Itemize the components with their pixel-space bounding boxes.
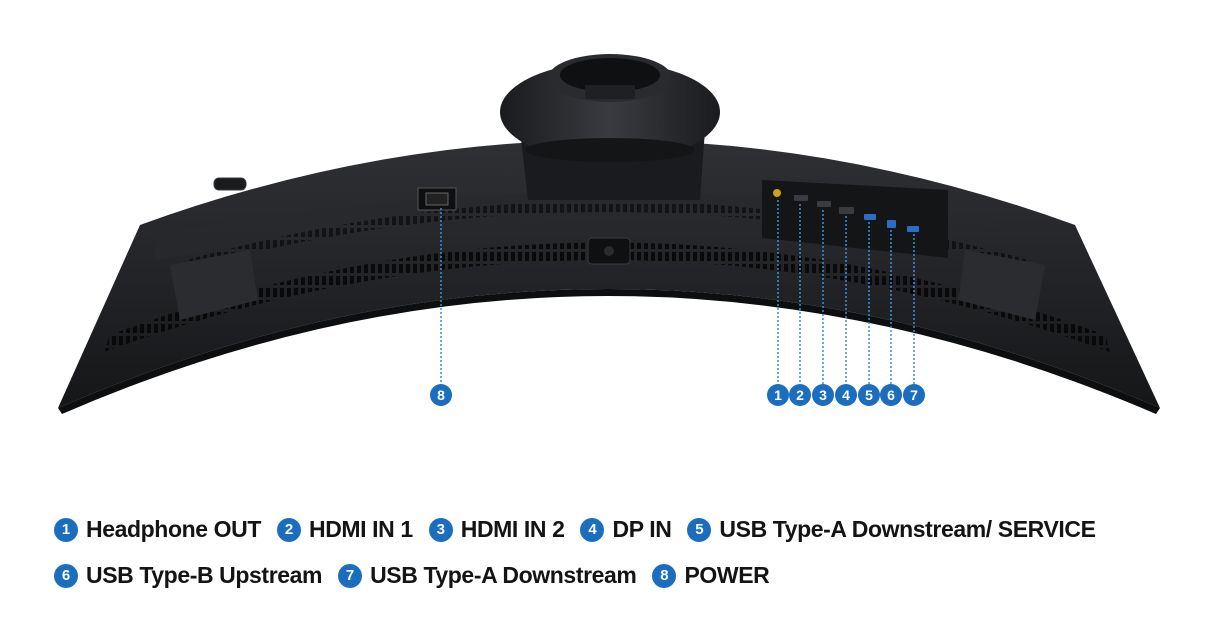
usb-b-port-icon: [887, 220, 896, 228]
callout-marker: [903, 384, 925, 406]
callout-marker: [858, 384, 880, 406]
headphone-port-icon: [773, 189, 781, 197]
legend-badge: 6: [54, 563, 78, 588]
callout-number: 3: [819, 387, 827, 403]
callout-number: 6: [887, 387, 895, 403]
legend-label: USB Type-B Upstream: [86, 562, 323, 588]
legend-label: HDMI IN 2: [460, 516, 565, 542]
legend-row-1: 1 Headphone OUT 2 HDMI IN 1 3 HDMI IN 2 …: [54, 516, 1112, 543]
monitor-stand: [500, 54, 720, 200]
legend-badge: 8: [652, 563, 677, 588]
legend-row-2: 6 USB Type-B Upstream 7 USB Type-A Downs…: [54, 562, 785, 589]
callout-number: 5: [865, 387, 873, 403]
callout-number: 1: [774, 387, 782, 403]
port-panel: [417, 180, 948, 265]
callout-number: 2: [796, 387, 804, 403]
legend-item-dp-in: 4 DP IN: [580, 516, 672, 543]
legend-badge: 2: [276, 517, 301, 542]
legend-item-headphone-out: 1 Headphone OUT: [54, 516, 261, 543]
legend-item-hdmi-in-2: 3 HDMI IN 2: [428, 516, 565, 543]
legend-label: USB Type-A Downstream: [370, 562, 637, 588]
usb-a2-port-icon: [907, 226, 919, 232]
hdmi1-port-icon: [794, 195, 808, 201]
legend-label: POWER: [684, 562, 770, 588]
callout-leaders: [440, 200, 915, 384]
callout-number: 7: [910, 387, 918, 403]
legend-badge: 3: [428, 517, 453, 542]
callout-marker: [767, 384, 789, 406]
legend-label: Headphone OUT: [86, 516, 261, 542]
legend-item-usb-a-service: 5 USB Type-A Downstream/ SERVICE: [687, 516, 1096, 543]
callout-marker: [835, 384, 857, 406]
legend-badge: 1: [54, 517, 78, 542]
dp-port-icon: [839, 207, 854, 214]
hdmi2-port-icon: [817, 201, 831, 207]
legend-item-hdmi-in-1: 2 HDMI IN 1: [276, 516, 413, 543]
callout-marker: [789, 384, 811, 406]
legend-badge: 7: [338, 563, 363, 588]
legend-badge: 4: [580, 517, 605, 542]
legend-item-usb-a-downstream: 7 USB Type-A Downstream: [338, 562, 637, 589]
legend-label: HDMI IN 1: [308, 516, 413, 542]
legend-label: USB Type-A Downstream/ SERVICE: [719, 516, 1096, 542]
callout-marker: [880, 384, 902, 406]
callout-marker: [812, 384, 834, 406]
legend-item-usb-b-upstream: 6 USB Type-B Upstream: [54, 562, 322, 589]
callout-number: 4: [842, 387, 850, 403]
callout-number: 8: [437, 387, 445, 403]
callout-marker: [430, 384, 452, 406]
usb-a-port-icon: [864, 214, 876, 220]
legend-item-power: 8 POWER: [652, 562, 770, 589]
legend-badge: 5: [687, 517, 712, 542]
legend-label: DP IN: [612, 516, 672, 542]
